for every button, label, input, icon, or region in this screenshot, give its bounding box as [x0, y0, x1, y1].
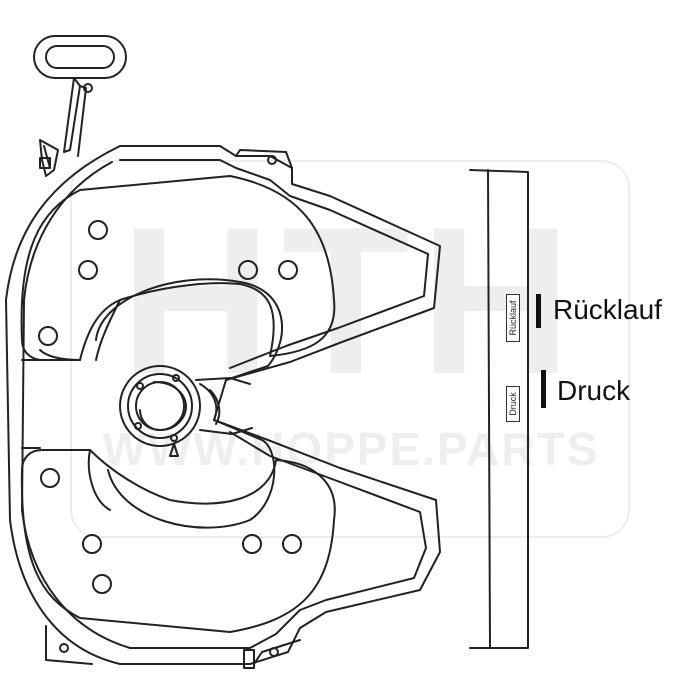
bolt-holes	[38, 220, 302, 594]
watermark-frame	[70, 160, 630, 538]
lower-plate	[20, 449, 336, 633]
ruecklauf-port-label: Rücklauf	[508, 300, 518, 336]
druck-marker	[541, 370, 546, 408]
ruecklauf-marker	[536, 294, 541, 328]
druck-label: Druck	[557, 375, 631, 406]
release-handle-icon	[33, 35, 127, 177]
watermark-url: WWW.HOPPE.PARTS	[102, 423, 600, 475]
druck-port-label: Druck	[508, 392, 518, 416]
ruecklauf-port-box	[506, 294, 520, 342]
upper-plate	[20, 175, 336, 361]
ruecklauf-label: Rücklauf	[553, 294, 662, 325]
connection-panel-icon	[469, 169, 529, 649]
druck-port-box	[506, 386, 520, 422]
kingpin-lock	[95, 278, 284, 529]
watermark-logo: HTH	[120, 183, 582, 418]
coupling-body	[5, 145, 441, 669]
